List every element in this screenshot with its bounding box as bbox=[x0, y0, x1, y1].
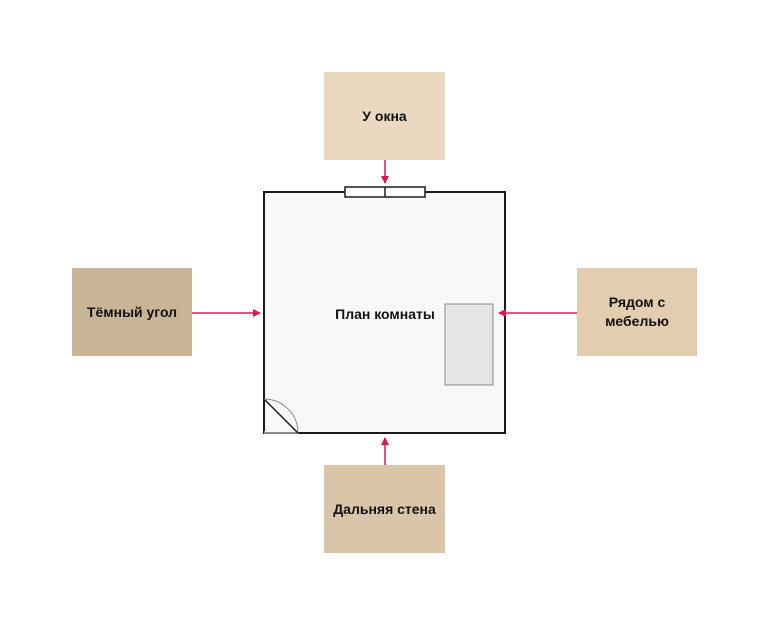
window-icon bbox=[344, 186, 426, 198]
option-dark-corner: Тёмный угол bbox=[72, 268, 192, 356]
option-near-window-label: У окна bbox=[362, 107, 407, 124]
option-dark-corner-label: Тёмный угол bbox=[86, 303, 178, 320]
door-icon bbox=[263, 398, 299, 435]
option-near-furniture: Рядом с мебелью bbox=[577, 268, 697, 356]
option-near-furniture-label: Рядом с мебелью bbox=[605, 294, 669, 329]
room-label: План комнаты bbox=[335, 306, 435, 322]
option-far-wall-label: Дальняя стена bbox=[333, 500, 436, 517]
option-far-wall: Дальняя стена bbox=[324, 465, 445, 553]
option-near-window: У окна bbox=[324, 72, 445, 160]
furniture-icon bbox=[444, 303, 494, 386]
